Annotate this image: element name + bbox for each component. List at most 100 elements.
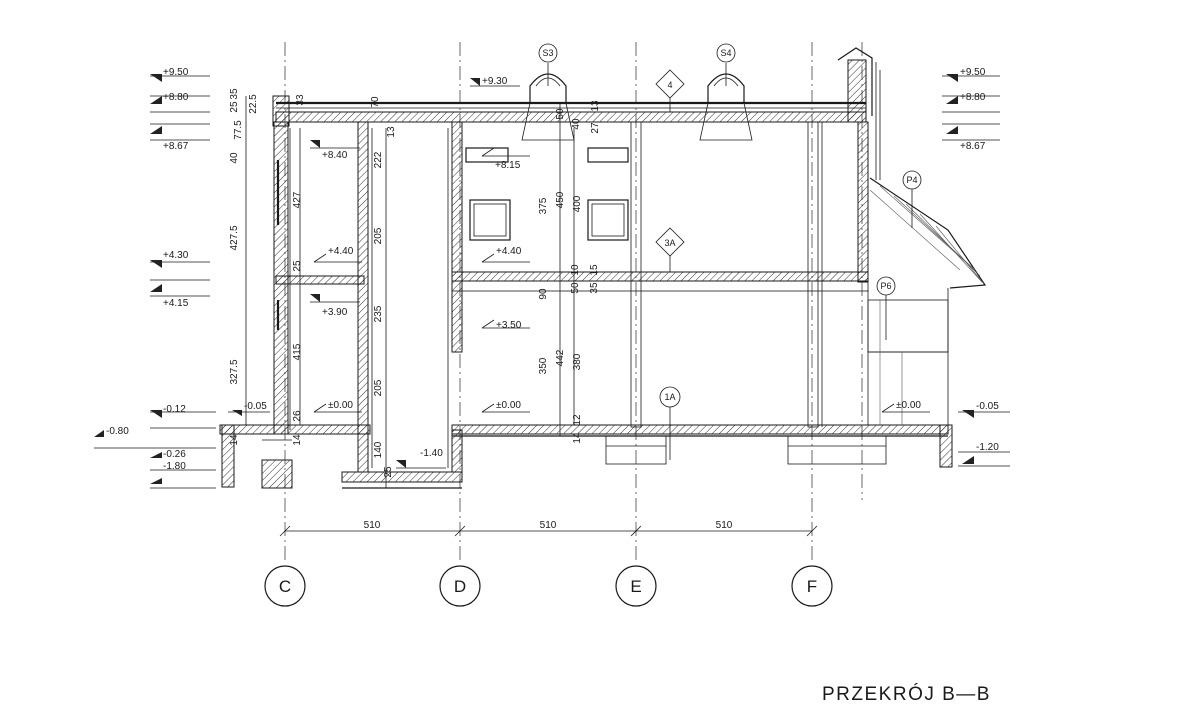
level-markers-left: +9.50 +8.80 +8.67 +4.30 +4.15 -0.12 -0.8…: [94, 67, 270, 489]
svg-text:26: 26: [292, 410, 303, 422]
level-440-left: +4.40: [328, 246, 354, 257]
svg-text:50: 50: [555, 108, 566, 120]
level-840: +8.40: [322, 150, 348, 161]
svg-text:35: 35: [589, 282, 600, 294]
level-l1: +9.50: [163, 67, 189, 78]
tag-p4: P4: [902, 170, 922, 228]
svg-text:442: 442: [555, 349, 566, 366]
axis-bubbles: C D E F: [264, 565, 833, 607]
level-000-mid: ±0.00: [496, 400, 521, 411]
svg-text:25: 25: [383, 466, 394, 478]
level-000-left: ±0.00: [328, 400, 353, 411]
svg-text:E: E: [630, 577, 641, 596]
level-000-right: ±0.00: [896, 400, 921, 411]
level-390: +3.90: [322, 307, 348, 318]
svg-text:14: 14: [229, 434, 240, 446]
svg-text:375: 375: [538, 197, 549, 214]
level-l8: -1.80: [163, 461, 186, 472]
svg-text:140: 140: [373, 441, 384, 458]
svg-text:35: 35: [229, 88, 240, 100]
level-l10: -0.05: [244, 401, 267, 412]
axis-spacing-dimension: 510 510 510: [279, 520, 818, 537]
tag-3a: 3A: [655, 227, 685, 272]
interior-levels: +9.30 +8.40 +8.15 +4.40 +4.40 +3.90 +3.5…: [310, 76, 930, 469]
svg-text:P4: P4: [906, 175, 917, 185]
level-l7: -0.26: [163, 449, 186, 460]
svg-text:327.5: 327.5: [229, 359, 240, 384]
svg-text:15: 15: [589, 264, 600, 276]
axis-bubble-d: D: [439, 565, 481, 607]
svg-text:427.5: 427.5: [229, 225, 240, 250]
vertical-dimension-labels: 25 35 22.5 77.5 40 427.5 327.5 33 427 25…: [229, 88, 601, 478]
tag-p6: P6: [876, 276, 896, 340]
level-l3: +8.67: [163, 141, 189, 152]
level-r5: -1.20: [976, 442, 999, 453]
level-r1: +9.50: [960, 67, 986, 78]
svg-text:380: 380: [572, 353, 583, 370]
svg-text:3A: 3A: [664, 238, 675, 248]
level-r2: +8.80: [960, 92, 986, 103]
svg-text:25: 25: [229, 101, 240, 113]
svg-text:1A: 1A: [664, 392, 675, 402]
svg-text:427: 427: [292, 191, 303, 208]
axis-bubble-f: F: [791, 565, 833, 607]
element-tags: S3 S4 4 3A 1A P4 P6: [538, 43, 922, 460]
floor-slab-upper: [451, 271, 869, 282]
tag-s4: S4: [716, 43, 736, 86]
tag-s3: S3: [538, 43, 558, 86]
level-350: +3.50: [496, 320, 522, 331]
vertical-dimension-lines: [245, 96, 575, 488]
level-140: -1.40: [420, 448, 443, 459]
svg-text:D: D: [454, 577, 466, 596]
level-440-mid: +4.40: [496, 246, 522, 257]
svg-text:400: 400: [572, 195, 583, 212]
glass-canopy: [867, 177, 987, 425]
svg-text:222: 222: [373, 151, 384, 168]
building-section: [219, 47, 987, 489]
svg-text:27: 27: [590, 122, 601, 134]
level-l4: +4.30: [163, 250, 189, 261]
level-markers-right: +9.50 +8.80 +8.67 -0.05 -1.20: [942, 67, 1010, 467]
svg-text:S3: S3: [542, 48, 553, 58]
level-r4: -0.05: [976, 401, 999, 412]
svg-text:25: 25: [292, 260, 303, 272]
svg-text:50: 50: [570, 282, 581, 294]
axis-bubble-e: E: [615, 565, 657, 607]
svg-text:40: 40: [571, 118, 582, 130]
dim-ef: 510: [716, 520, 733, 531]
svg-text:P6: P6: [880, 281, 891, 291]
svg-text:350: 350: [538, 357, 549, 374]
svg-text:22.5: 22.5: [248, 94, 259, 114]
svg-text:4: 4: [667, 80, 672, 90]
svg-text:33: 33: [295, 94, 306, 106]
svg-text:235: 235: [373, 305, 384, 322]
svg-text:40: 40: [229, 152, 240, 164]
level-l9: -0.80: [106, 426, 129, 437]
level-l2: +8.80: [163, 92, 189, 103]
dim-cd: 510: [364, 520, 381, 531]
svg-text:13: 13: [386, 126, 397, 138]
ground-slab: [451, 424, 949, 435]
level-815: +8.15: [495, 160, 521, 171]
level-r3: +8.67: [960, 141, 986, 152]
dim-de: 510: [540, 520, 557, 531]
svg-text:F: F: [807, 577, 817, 596]
svg-text:70: 70: [370, 96, 381, 108]
svg-text:10: 10: [570, 264, 581, 276]
svg-text:90: 90: [538, 288, 549, 300]
svg-text:450: 450: [555, 191, 566, 208]
level-l6: -0.12: [163, 404, 186, 415]
axis-bubble-c: C: [264, 565, 306, 607]
svg-text:12: 12: [572, 414, 583, 426]
svg-text:77.5: 77.5: [233, 120, 244, 140]
tag-4: 4: [655, 69, 685, 112]
svg-text:205: 205: [373, 379, 384, 396]
svg-text:415: 415: [292, 343, 303, 360]
svg-text:14: 14: [292, 434, 303, 446]
level-roof: +9.30: [482, 76, 508, 87]
level-l5: +4.15: [163, 298, 189, 309]
svg-text:13: 13: [590, 100, 601, 112]
section-title: PRZEKRÓJ B—B: [822, 683, 991, 705]
svg-text:C: C: [279, 577, 291, 596]
